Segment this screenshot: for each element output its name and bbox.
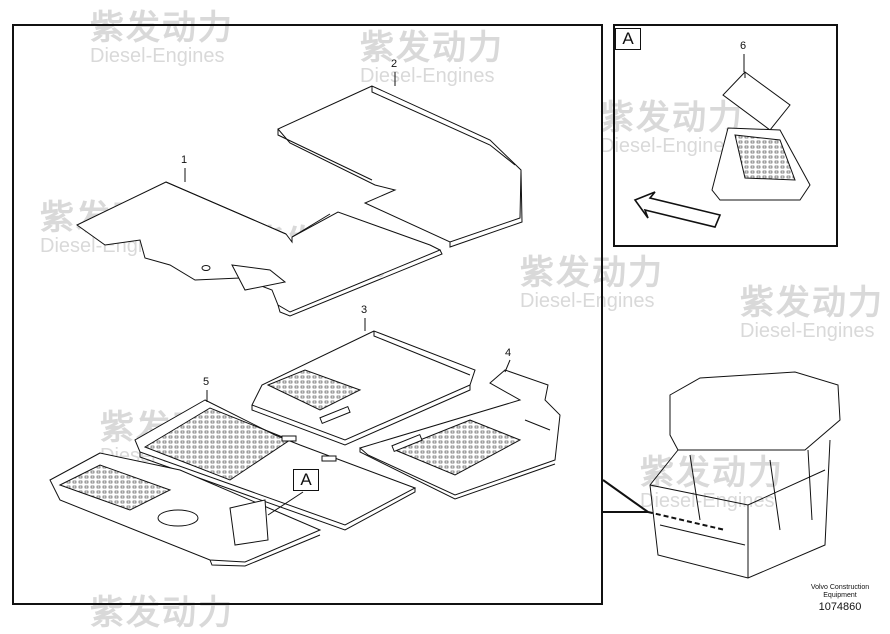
- leader-cab: [602, 479, 649, 513]
- caption-line-1: Volvo Construction: [810, 584, 870, 591]
- manufacturer-caption: Volvo Construction Equipment: [795, 584, 885, 600]
- cab-sketch: [649, 371, 841, 579]
- leader-ref-a: [267, 491, 304, 516]
- detail-view-label: A: [615, 28, 641, 50]
- part-1-floor-mat: [76, 181, 443, 317]
- floor-base: [49, 452, 322, 567]
- detail-pedal: [633, 71, 811, 228]
- leader-4: [504, 359, 511, 373]
- caption-line-2: Equipment: [823, 592, 857, 599]
- part-4-mat: [358, 369, 561, 500]
- detail-view-frame: [613, 24, 838, 247]
- part-5-mat: [134, 399, 417, 531]
- detail-reference-label: A: [293, 469, 319, 491]
- leader-cab-dashed: [647, 511, 726, 531]
- callout-2: 2: [391, 58, 398, 70]
- part-3-mat: [251, 330, 476, 446]
- part-2-panel: [277, 85, 523, 248]
- callout-5: 5: [203, 376, 210, 388]
- callout-4: 4: [505, 347, 512, 359]
- callout-1: 1: [181, 154, 188, 166]
- callout-6: 6: [740, 40, 747, 52]
- callout-3: 3: [361, 304, 368, 316]
- part-number: 1074860: [818, 601, 862, 613]
- main-frame: [12, 24, 603, 605]
